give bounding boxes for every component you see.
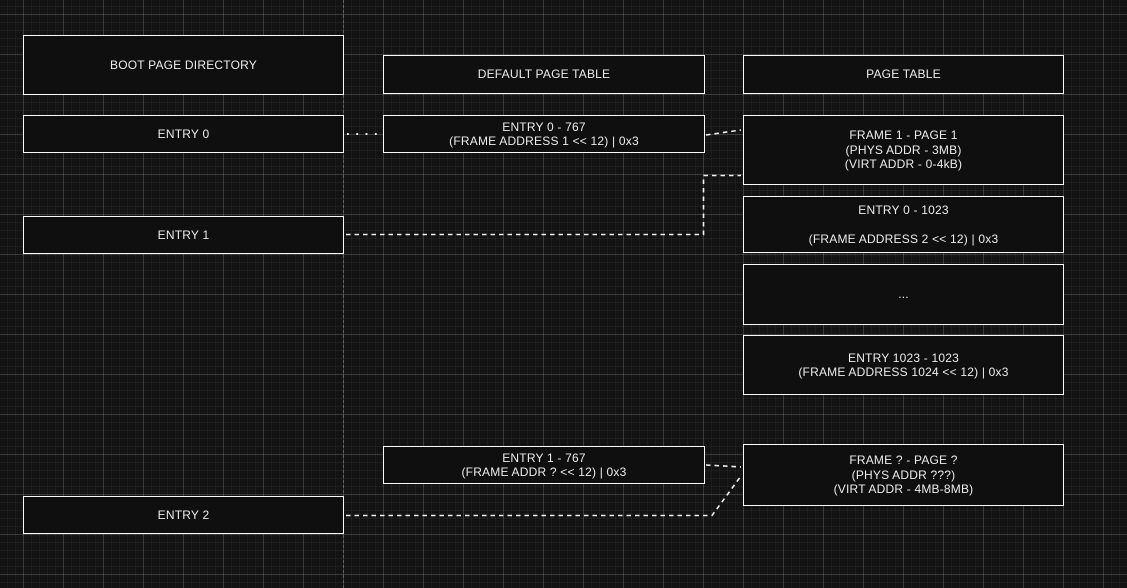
page-boundary-divider bbox=[343, 0, 344, 588]
node-default-page-table-header: DEFAULT PAGE TABLE bbox=[383, 55, 705, 94]
node-entry-2: ENTRY 2 bbox=[23, 496, 344, 534]
connector-entry1-767-to-frameq bbox=[705, 464, 742, 468]
node-entry-1: ENTRY 1 bbox=[23, 216, 344, 254]
node-frame-q-page-q: FRAME ? - PAGE ? (PHYS ADDR ???) (VIRT A… bbox=[743, 444, 1064, 506]
node-page-table-header: PAGE TABLE bbox=[743, 55, 1064, 94]
node-entry-0-1023: ENTRY 0 - 1023 (FRAME ADDRESS 2 << 12) |… bbox=[743, 196, 1064, 253]
connector-entry1-to-frame1 bbox=[346, 174, 741, 236]
node-entry-0: ENTRY 0 bbox=[23, 115, 344, 153]
node-ellipsis: ... bbox=[743, 264, 1064, 325]
node-entry-0-767: ENTRY 0 - 767 (FRAME ADDRESS 1 << 12) | … bbox=[383, 115, 705, 153]
node-boot-page-directory-header: BOOT PAGE DIRECTORY bbox=[23, 35, 344, 95]
node-entry-1-767: ENTRY 1 - 767 (FRAME ADDR ? << 12) | 0x3 bbox=[383, 446, 705, 484]
node-entry-1023-1023: ENTRY 1023 - 1023 (FRAME ADDRESS 1024 <<… bbox=[743, 335, 1064, 395]
connector-entry0-767-to-frame1 bbox=[705, 129, 742, 136]
node-frame-1-page-1: FRAME 1 - PAGE 1 (PHYS ADDR - 3MB) (VIRT… bbox=[743, 115, 1064, 185]
